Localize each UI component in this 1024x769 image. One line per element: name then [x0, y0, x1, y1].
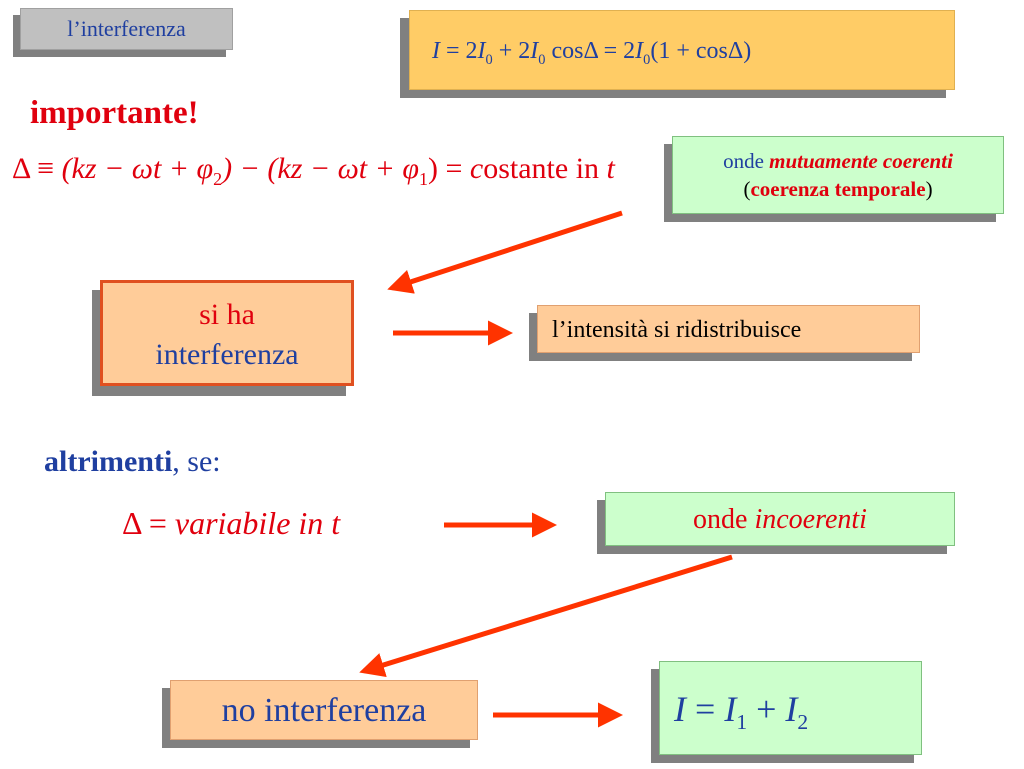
intensity-formula: I = 2I0 + 2I0 cosΔ = 2I0(1 + cosΔ) — [409, 10, 955, 90]
incoherent-incoerenti: incoerenti — [754, 504, 867, 535]
coherent-waves-box: onde mutuamente coerenti (coerenza tempo… — [672, 136, 1004, 214]
formula-sub0c: 0 — [643, 51, 651, 68]
otherwise-label: altrimenti, se: — [44, 445, 221, 479]
incoherent-waves-box: onde incoerenti — [605, 492, 955, 546]
formula-cos: cosΔ = 2 — [545, 38, 636, 64]
delta-definition: Δ ≡ (kz − ωt + φ2) − (kz − ωt + φ1) = co… — [12, 152, 615, 190]
variable-delta: Δ = variabile in t — [122, 505, 340, 542]
sum-sub1: 1 — [736, 710, 748, 735]
sum-eq: = — [686, 689, 725, 729]
formula-plus: + 2 — [492, 38, 531, 64]
delta-lead: Δ ≡ — [12, 152, 62, 185]
no-interference-box: no interferenza — [170, 680, 478, 740]
no-interference-text: no interferenza — [221, 692, 427, 729]
interference-box: si ha interferenza — [100, 280, 354, 386]
delta-mid: ) − (kz − ωt + φ — [222, 152, 419, 185]
otherwise-bold: altrimenti — [44, 445, 173, 478]
slide-title: l’interferenza — [20, 8, 233, 50]
formula-lhs: I — [432, 38, 440, 64]
formula-sub0b: 0 — [538, 51, 546, 68]
formula-tail: (1 + cosΔ) — [650, 38, 752, 64]
delta-c: c — [469, 152, 484, 185]
variable-text: variabile in t — [174, 505, 341, 541]
formula-i0c: I — [635, 38, 644, 64]
sum-i2: I — [785, 689, 798, 729]
sum-formula-box: I = I1 + I2 — [659, 661, 922, 755]
delta-expr1: (kz − ωt + φ — [61, 152, 214, 185]
formula-eq: = 2 — [440, 38, 478, 64]
coherent-open: ( — [743, 177, 751, 201]
sum-i1: I — [724, 689, 737, 729]
delta-sub1: 1 — [418, 169, 428, 189]
coherent-onde: onde — [723, 149, 770, 173]
formula-sub0a: 0 — [485, 51, 493, 68]
formula-i0b: I — [530, 38, 539, 64]
sum-plus: + — [747, 689, 786, 729]
variable-delta-sym: Δ = — [122, 505, 175, 541]
delta-end: ) = — [427, 152, 470, 185]
coherent-mutuamente: mutuamente coerenti — [769, 149, 953, 173]
sum-sub2: 2 — [797, 710, 809, 735]
delta-sub2: 2 — [213, 169, 223, 189]
interference-line1: si ha — [199, 298, 255, 331]
redistribution-text: l’intensità si ridistribuisce — [552, 317, 802, 343]
otherwise-rest: , se: — [172, 445, 221, 478]
important-heading: importante! — [30, 95, 199, 131]
slide-title-text: l’interferenza — [67, 16, 186, 41]
formula-i0a: I — [477, 38, 486, 64]
sum-i: I — [674, 689, 686, 729]
delta-costante: ostante in — [483, 152, 607, 185]
redistribution-box: l’intensità si ridistribuisce — [537, 305, 920, 353]
delta-t: t — [606, 152, 615, 185]
coherent-coerenza: coerenza temporale — [750, 177, 926, 201]
coherent-close: ) — [925, 177, 933, 201]
interference-line2: interferenza — [155, 338, 299, 371]
incoherent-onde: onde — [693, 504, 755, 535]
arrow-coherent-to-interference — [387, 210, 623, 294]
arrow-incoherent-to-no-interference — [359, 554, 733, 678]
